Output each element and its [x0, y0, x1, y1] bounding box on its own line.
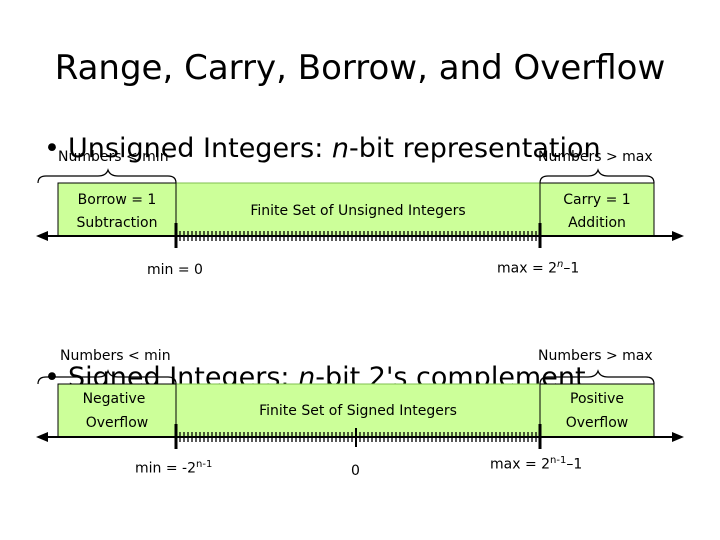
signed-positive-label: Positive	[570, 391, 624, 407]
signed-max-exponent: n-1	[550, 455, 567, 466]
signed-left-arrow	[36, 432, 48, 442]
signed-min-base: min = -2	[135, 460, 196, 477]
signed-max-tail: –1	[566, 456, 583, 473]
signed-left-box	[57, 383, 177, 438]
signed-min-exponent: n-1	[196, 459, 213, 470]
signed-below-min-label: Numbers < min	[60, 348, 171, 364]
signed-negative-label: Negative	[82, 391, 146, 407]
unsigned-max-label: max = 2n–1	[497, 259, 579, 277]
unsigned-bullet-var: n	[331, 133, 350, 164]
signed-right-box	[539, 383, 655, 438]
signed-diagram	[36, 369, 684, 449]
unsigned-bullet: • Unsigned Integers: n-bit representation	[44, 133, 601, 164]
unsigned-diagram	[36, 168, 684, 248]
signed-max-label: max = 2n-1–1	[490, 455, 582, 473]
unsigned-carry-label: Carry = 1	[563, 192, 631, 208]
unsigned-right-arrow	[672, 231, 684, 241]
unsigned-above-max-label: Numbers > max	[538, 149, 653, 165]
signed-min-label: min = -2n-1	[135, 459, 212, 477]
signed-pos-overflow-label: Overflow	[565, 415, 629, 431]
unsigned-bullet-suffix: -bit representation	[349, 133, 601, 164]
unsigned-below-min-label: Numbers < min	[58, 149, 169, 165]
unsigned-bullet-prefix: Unsigned Integers:	[68, 133, 332, 164]
signed-right-brace	[539, 369, 655, 385]
unsigned-right-brace	[539, 168, 655, 184]
signed-max-base: max = 2	[490, 456, 551, 473]
signed-left-brace	[37, 369, 177, 385]
unsigned-max-tail: –1	[563, 260, 580, 277]
unsigned-left-box	[57, 182, 177, 237]
signed-center-label: Finite Set of Signed Integers	[259, 403, 457, 419]
unsigned-center-label: Finite Set of Unsigned Integers	[250, 203, 466, 219]
unsigned-left-brace	[37, 168, 177, 184]
bullet-icon: •	[44, 133, 60, 164]
unsigned-left-arrow	[36, 231, 48, 241]
signed-neg-overflow-label: Overflow	[85, 415, 149, 431]
unsigned-subtraction-label: Subtraction	[76, 215, 158, 231]
signed-above-max-label: Numbers > max	[538, 348, 653, 364]
unsigned-ticks	[179, 231, 537, 241]
signed-right-arrow	[672, 432, 684, 442]
unsigned-max-base: max = 2	[497, 260, 558, 277]
unsigned-min-label: min = 0	[147, 262, 203, 278]
unsigned-max-exponent: n	[557, 259, 564, 270]
signed-zero-label: 0	[351, 463, 360, 479]
unsigned-borrow-label: Borrow = 1	[77, 192, 157, 208]
unsigned-addition-label: Addition	[568, 215, 626, 231]
signed-ticks	[179, 432, 537, 442]
slide-title: Range, Carry, Borrow, and Overflow	[54, 48, 666, 88]
